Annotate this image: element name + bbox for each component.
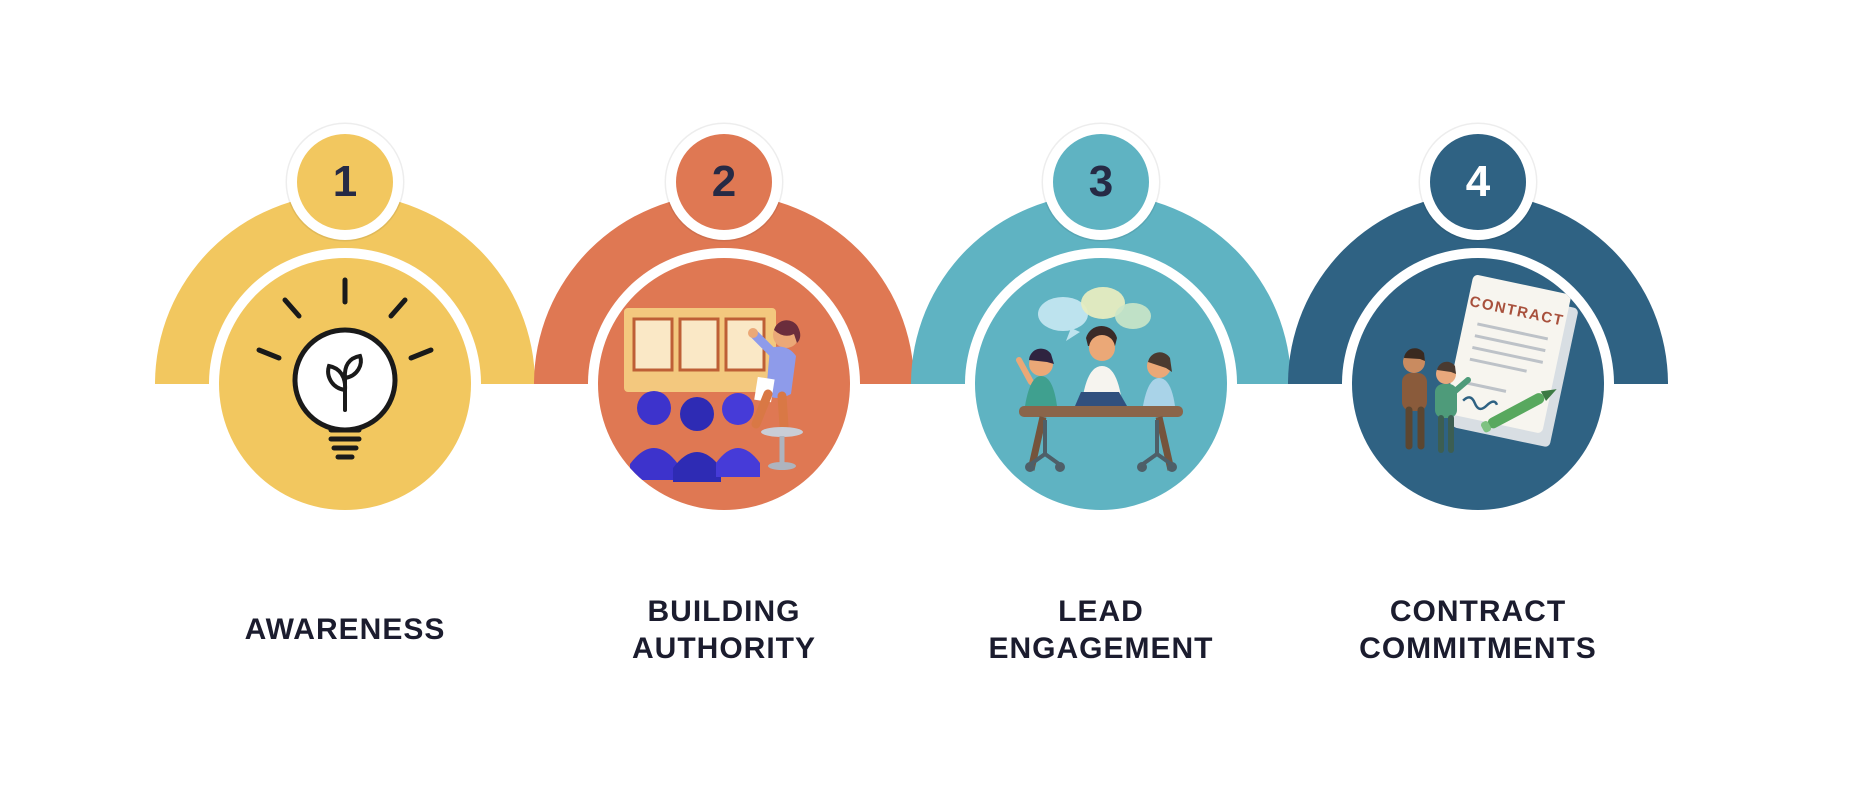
presentation-board — [624, 308, 776, 392]
step-label: LEAD ENGAGEMENT — [988, 594, 1214, 666]
step-icon-circle: CONTRACT — [1352, 258, 1604, 510]
step-label: CONTRACT COMMITMENTS — [1359, 594, 1597, 666]
step-number: 1 — [332, 157, 358, 206]
team-meeting-illustration — [1016, 287, 1183, 472]
pen — [1480, 389, 1557, 433]
step-building-authority: 2 — [534, 0, 914, 798]
lightbulb-icon — [256, 277, 434, 460]
step-number-badge: 3 — [1043, 124, 1159, 240]
audience-figures — [630, 391, 760, 482]
step-lead-engagement: 3 — [911, 0, 1291, 798]
step-icon-circle — [975, 258, 1227, 510]
step-contract-commitments: 4 CONTRACT — [1288, 0, 1668, 798]
step-label: BUILDING AUTHORITY — [632, 594, 816, 666]
person-right — [1143, 352, 1175, 406]
step-icon-circle — [598, 258, 850, 510]
contract-document: CONTRACT — [1445, 275, 1578, 447]
step-number: 4 — [1465, 157, 1491, 206]
presentation-audience-illustration — [624, 308, 803, 482]
step-icon-circle — [219, 258, 471, 510]
person-left — [1016, 348, 1057, 406]
contract-signing-illustration: CONTRACT — [1402, 275, 1578, 453]
step-label: AWARENESS — [244, 613, 446, 647]
step-number-badge: 4 — [1420, 124, 1536, 240]
person-middle — [1075, 325, 1127, 406]
step-awareness: 1 AWAR — [155, 0, 535, 798]
step-number-badge: 1 — [287, 124, 403, 240]
stools — [1025, 420, 1177, 472]
step-number: 3 — [1088, 157, 1114, 206]
step-number-badge: 2 — [666, 124, 782, 240]
speech-bubbles — [1038, 287, 1151, 341]
presenter-figure — [748, 320, 803, 470]
step-number: 2 — [711, 157, 737, 206]
people-figures — [1402, 348, 1471, 453]
